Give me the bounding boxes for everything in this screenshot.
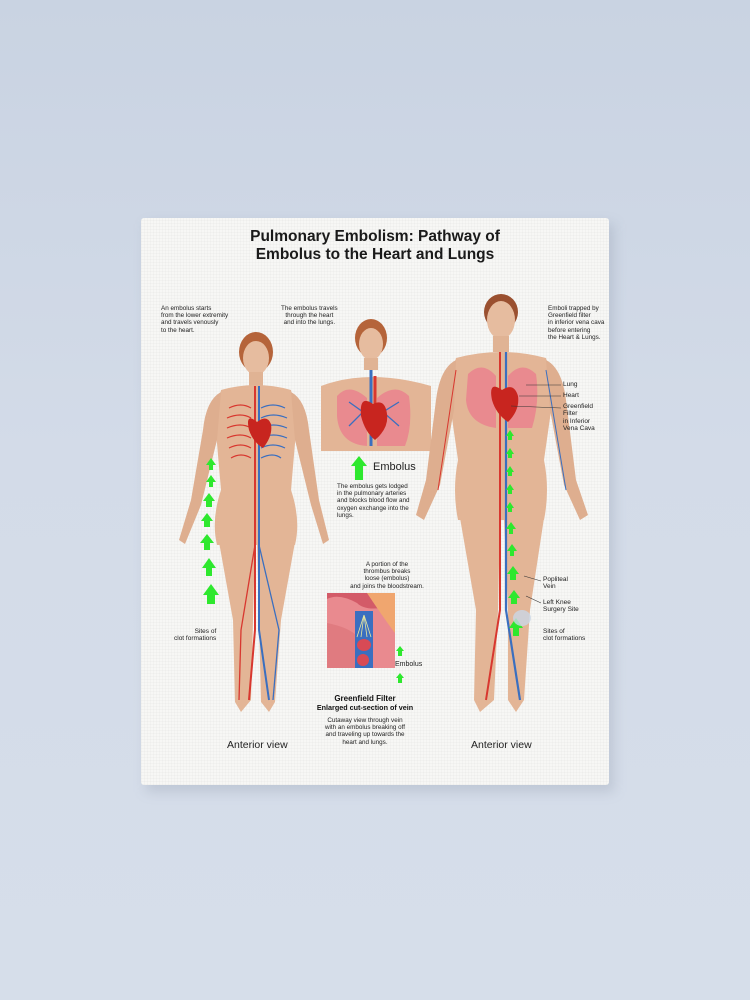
embolus-arrow-icon <box>351 456 367 480</box>
note-embolus-starts: An embolus starts from the lower extremi… <box>161 305 229 334</box>
inset-embolus-label: Embolus <box>395 661 423 668</box>
label-popliteal-vein: Popliteal Vein <box>543 576 568 591</box>
title-line-2: Embolus to the Heart and Lungs <box>255 246 495 263</box>
label-heart: Heart <box>563 392 579 399</box>
female-anatomy-figure <box>179 332 329 712</box>
canvas-print: Pulmonary Embolism: Pathway of Embolus t… <box>141 218 609 785</box>
note-embolus-lodged: The embolus gets lodged in the pulmonary… <box>337 483 410 519</box>
title-line-1: Pulmonary Embolism: Pathway of <box>250 228 500 245</box>
note-embolus-travels: The embolus travels through the heart an… <box>281 305 338 327</box>
torso-heart-lungs-figure <box>321 319 431 451</box>
label-greenfield-filter-ivc: Greenfield Filter in Inferior Vena Cava <box>563 403 595 433</box>
label-left-knee-surgery: Left Knee Surgery Site <box>543 599 579 614</box>
greenfield-filter-subtitle: Enlarged cut-section of vein <box>316 702 414 712</box>
poster-title: Pulmonary Embolism: Pathway of Embolus t… <box>141 228 609 264</box>
label-lung: Lung <box>563 381 578 388</box>
greenfield-filter-title: Greenfield Filter <box>334 694 396 703</box>
right-sites-label: Sites of clot formations <box>543 628 586 643</box>
note-thrombus-breaks: A portion of the thrombus breaks loose (… <box>350 561 424 590</box>
inset-arrow-up-icon <box>396 646 404 656</box>
greenfield-filter-inset <box>327 593 395 668</box>
left-sites-label: Sites of clot formations <box>174 628 217 643</box>
male-anatomy-figure <box>416 294 588 712</box>
right-view-label: Anterior view <box>471 739 532 751</box>
inset-arrow-up-icon-2 <box>396 673 404 683</box>
left-view-label: Anterior view <box>227 739 288 751</box>
embolus-label: Embolus <box>373 461 416 473</box>
note-emboli-trapped: Emboli trapped by Greenfield filter in i… <box>548 305 605 341</box>
note-cutaway-view: Cutaway view through vein with an embolu… <box>324 717 406 746</box>
greenfield-filter-caption: Greenfield Filter Enlarged cut-section o… <box>131 694 599 712</box>
leader-lines <box>510 384 562 604</box>
